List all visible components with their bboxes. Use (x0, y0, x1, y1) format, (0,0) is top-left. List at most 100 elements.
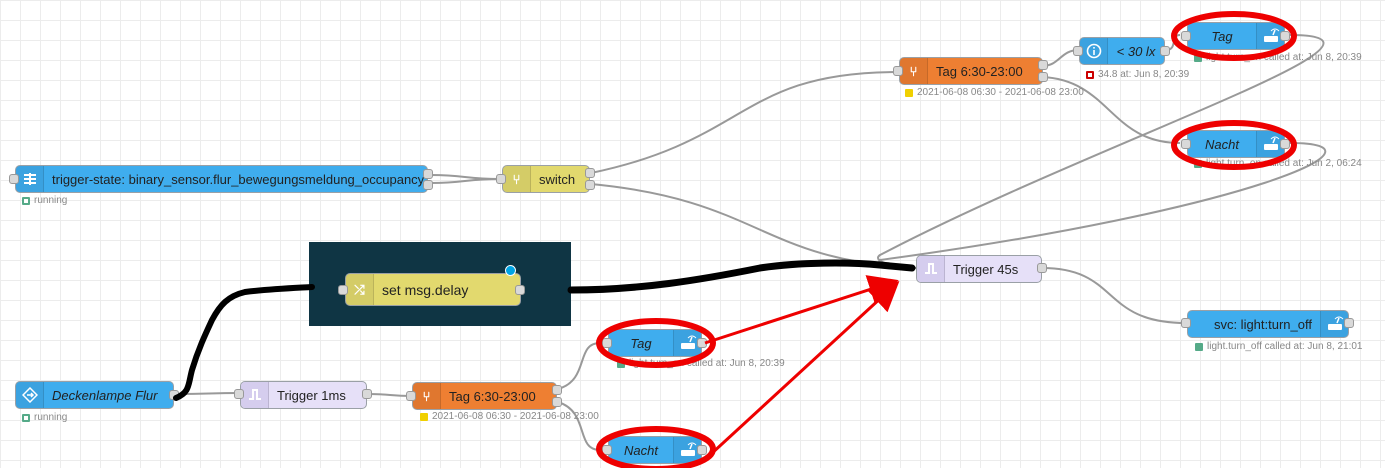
output-port[interactable] (1280, 31, 1290, 41)
node-label: set msg.delay (382, 281, 469, 298)
nacht-service-node-bottom[interactable]: Nacht (608, 436, 702, 464)
tag-service-node-bottom[interactable]: Tag (608, 329, 702, 357)
set-msg-delay-node[interactable]: ⤮ set msg.delay (345, 273, 521, 306)
input-port[interactable] (602, 338, 612, 348)
input-port[interactable] (602, 445, 612, 455)
status-dot-green-icon (617, 359, 625, 368)
input-port[interactable] (496, 174, 506, 184)
input-port[interactable] (1181, 139, 1191, 149)
node-label: Trigger 45s (953, 261, 1019, 277)
time-range-node-bottom[interactable]: ⑂ Tag 6:30-23:00 (412, 382, 557, 410)
node-label: Nacht (1205, 136, 1239, 152)
output-port[interactable] (697, 445, 707, 455)
node-label: svc: light:turn_off (1213, 316, 1312, 332)
nacht-service-node-top[interactable]: Nacht (1187, 130, 1285, 158)
tag-service-node-top[interactable]: Tag (1187, 22, 1285, 50)
output-port[interactable] (1037, 263, 1047, 273)
node-label: switch (539, 171, 576, 187)
lux-check-node[interactable]: < 30 lx (1079, 37, 1165, 65)
output-port[interactable] (423, 180, 433, 190)
output-port[interactable] (515, 285, 525, 295)
node-status: 34.8 at: Jun 8, 20:39 (1086, 69, 1189, 80)
output-port[interactable] (169, 390, 179, 400)
node-label: Tag 6:30-23:00 (936, 63, 1023, 79)
node-label: Tag (630, 335, 652, 351)
node-status: light.turn_on called at: Jun 8, 20:39 (617, 358, 785, 369)
status-dot-green-icon (1194, 159, 1202, 168)
node-status: 2021-06-08 06:30 - 2021-06-08 23:00 (905, 87, 1084, 98)
node-label: < 30 lx (1116, 43, 1156, 59)
trigger-state-node[interactable]: trigger-state: binary_sensor.flur_bewegu… (15, 165, 428, 193)
wire (1041, 267, 1187, 324)
node-label: Tag (1211, 28, 1233, 44)
time-range-switch-icon: ⑂ (900, 58, 928, 84)
wire (590, 183, 917, 269)
node-status: running (22, 412, 67, 423)
node-status: light.turn_on called at: Jun 2, 06:24 (1194, 158, 1362, 169)
output-port[interactable] (423, 169, 433, 179)
output-port[interactable] (585, 180, 595, 190)
node-label: Deckenlampe Flur (52, 387, 158, 403)
input-port[interactable] (9, 174, 19, 184)
wire (1041, 76, 1181, 144)
output-port[interactable] (1280, 139, 1290, 149)
call-service-icon (1320, 311, 1348, 337)
input-port[interactable] (1073, 46, 1083, 56)
status-text: light.turn_off called at: Jun 8, 21:01 (1207, 341, 1363, 352)
status-text: 2021-06-08 06:30 - 2021-06-08 23:00 (432, 411, 599, 422)
output-port[interactable] (362, 389, 372, 399)
changed-indicator-icon (505, 265, 516, 276)
change-icon: ⤮ (346, 274, 374, 305)
output-port[interactable] (1160, 46, 1170, 56)
switch-icon: ⑂ (503, 166, 531, 192)
trigger-icon (241, 382, 269, 408)
node-label: Tag 6:30-23:00 (449, 388, 536, 404)
switch-node[interactable]: ⑂ switch (502, 165, 590, 193)
status-dot-yellow-icon (420, 412, 428, 421)
status-ring-red-icon (1086, 70, 1094, 79)
input-port[interactable] (338, 285, 348, 295)
input-port[interactable] (1181, 318, 1191, 328)
status-text: running (34, 195, 68, 206)
status-ring-green-icon (22, 413, 30, 422)
trigger-45s-node[interactable]: Trigger 45s (916, 255, 1042, 283)
output-port[interactable] (1038, 72, 1048, 82)
wire (557, 401, 601, 451)
deckenlampe-event-node[interactable]: Deckenlampe Flur (15, 381, 174, 409)
time-range-switch-icon: ⑂ (413, 383, 441, 409)
status-text: light.turn_on called at: Jun 2, 06:24 (1206, 158, 1362, 169)
wire (590, 71, 899, 174)
output-port[interactable] (1344, 318, 1354, 328)
node-label: trigger-state: binary_sensor.flur_bewegu… (52, 171, 425, 187)
status-text: 2021-06-08 06:30 - 2021-06-08 23:00 (917, 87, 1084, 98)
trigger-state-icon (16, 166, 44, 192)
wire (176, 392, 241, 395)
status-text: light.turn_on called at: Jun 8, 20:39 (1206, 52, 1362, 63)
output-port[interactable] (552, 397, 562, 407)
node-label: Trigger 1ms (277, 387, 346, 403)
output-port[interactable] (585, 168, 595, 178)
time-range-node-top[interactable]: ⑂ Tag 6:30-23:00 (899, 57, 1043, 85)
trigger-1ms-node[interactable]: Trigger 1ms (240, 381, 367, 409)
input-port[interactable] (234, 389, 244, 399)
status-dot-yellow-icon (905, 88, 913, 97)
wire (557, 342, 601, 390)
status-text: light.turn_on called at: Jun 8, 20:39 (629, 358, 785, 369)
status-text: running (34, 412, 68, 423)
node-label: Nacht (624, 442, 658, 458)
output-port[interactable] (552, 385, 562, 395)
input-port[interactable] (1181, 31, 1191, 41)
input-port[interactable] (893, 66, 903, 76)
svc-turn-off-node[interactable]: svc: light:turn_off (1187, 310, 1349, 338)
node-status: running (22, 195, 67, 206)
node-status: light.turn_off called at: Jun 8, 21:01 (1195, 341, 1362, 352)
status-dot-green-icon (1194, 53, 1202, 62)
output-port[interactable] (697, 338, 707, 348)
status-text: 34.8 at: Jun 8, 20:39 (1098, 69, 1190, 80)
node-status: 2021-06-08 06:30 - 2021-06-08 23:00 (420, 411, 599, 422)
output-port[interactable] (1038, 60, 1048, 70)
trigger-icon (917, 256, 945, 282)
input-port[interactable] (406, 391, 416, 401)
wire (430, 178, 501, 184)
